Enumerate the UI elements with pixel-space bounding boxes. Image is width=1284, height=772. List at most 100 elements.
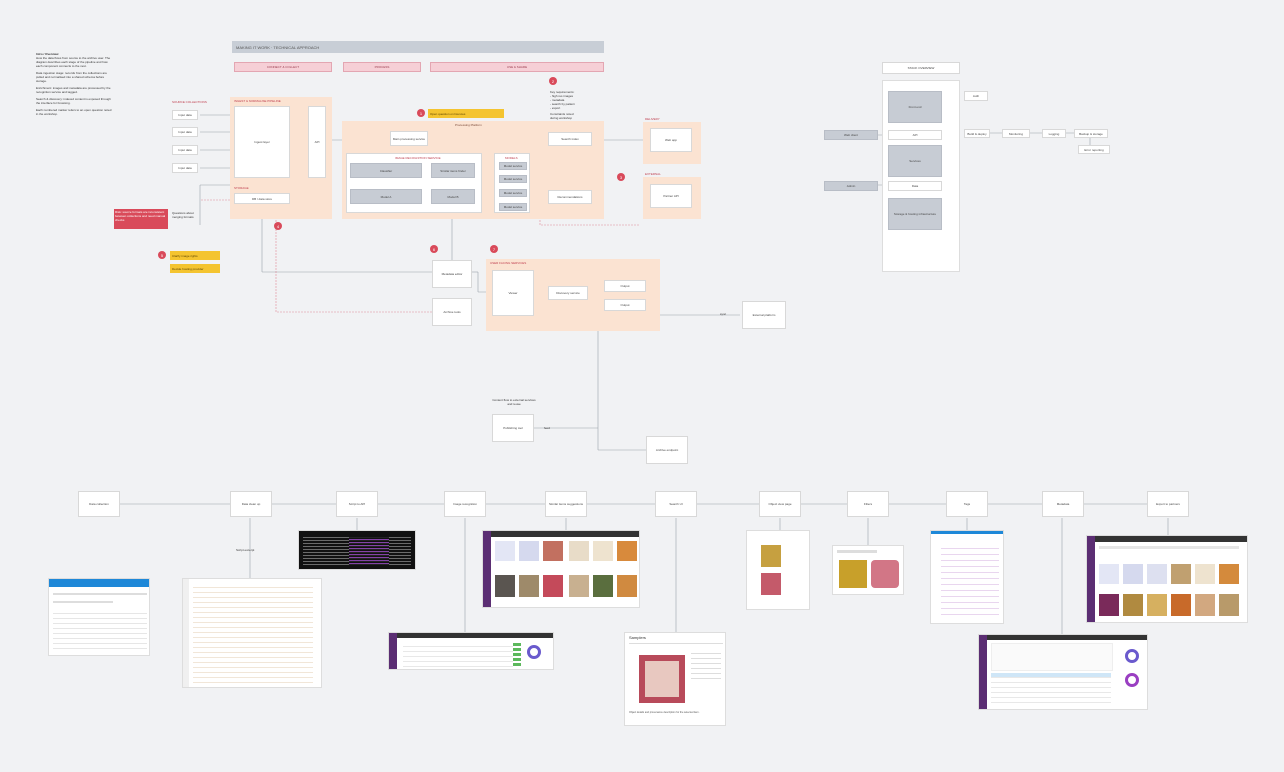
stack-chain-node[interactable]: Error reporting	[1078, 145, 1110, 154]
input-node-1[interactable]: Input data	[172, 110, 198, 120]
stack-chain-node[interactable]: Auth	[964, 91, 988, 101]
stack-block[interactable]: Data	[888, 181, 942, 191]
output-node[interactable]: Output	[604, 280, 646, 292]
model-node[interactable]: Model service	[499, 203, 527, 211]
marker-badge[interactable]: 2	[549, 77, 557, 85]
discovery-node[interactable]: Discovery service	[548, 286, 588, 300]
screenshot-terminal[interactable]	[298, 530, 416, 570]
requirements-line: - search by pattern	[550, 102, 576, 106]
screenshot-export-grid[interactable]	[1086, 535, 1248, 623]
delivery-label: DELIVERY	[645, 117, 660, 121]
stack-chain-node[interactable]: Backup & storage	[1074, 129, 1108, 138]
marker-badge[interactable]: 6	[430, 245, 438, 253]
stack-block[interactable]: Front end	[888, 91, 942, 123]
marker-badge[interactable]: 1	[417, 109, 425, 117]
sticky-note-yellow[interactable]: Decide hosting provider	[170, 264, 220, 273]
requirements-list: Key requirements: - high res images - me…	[550, 90, 594, 120]
left-group-label: SOURCE COLLECTIONS	[172, 100, 207, 104]
stack-left-tag[interactable]: Admin	[824, 181, 878, 191]
screenshot-dashboard[interactable]	[978, 634, 1148, 710]
timeline-step[interactable]: Data clean up	[230, 491, 272, 517]
sticky-note-yellow[interactable]: Open question on licences	[428, 109, 504, 118]
screenshot-object-view[interactable]	[746, 530, 810, 610]
screenshot-spreadsheet[interactable]	[48, 578, 150, 656]
requirements-line: Key requirements:	[550, 90, 575, 94]
screenshot-tags[interactable]	[930, 530, 1004, 624]
screenshot-filters[interactable]	[832, 545, 904, 595]
recognition-cell[interactable]: Similar items finder	[431, 163, 475, 178]
edge-label: sync	[720, 312, 727, 316]
ingest-core-node[interactable]: Ingest layer	[234, 106, 290, 178]
recognition-cell[interactable]: Model A	[350, 189, 422, 204]
model-node[interactable]: Model service	[499, 175, 527, 183]
notes-paragraph: Data ingestion stage: records from the c…	[36, 71, 107, 83]
model-node[interactable]: Model service	[499, 162, 527, 170]
timeline-step[interactable]: Similar items suggestions	[545, 491, 587, 517]
input-node-4[interactable]: Input data	[172, 163, 198, 173]
notes-block: Intro / Overview How the data flows from…	[36, 52, 114, 116]
model-node[interactable]: Model service	[499, 189, 527, 197]
timeline-step[interactable]: Metadata	[1042, 491, 1084, 517]
timeline-step[interactable]: Object view page	[759, 491, 801, 517]
timeline-step[interactable]: Tags	[946, 491, 988, 517]
input-node-3[interactable]: Input data	[172, 145, 198, 155]
output-node[interactable]: Output	[604, 299, 646, 311]
requirements-line: - export	[550, 106, 561, 110]
timeline-step[interactable]: Script to API	[336, 491, 378, 517]
requirements-line: - metadata	[550, 98, 565, 102]
stack-chain-node[interactable]: Logging	[1042, 129, 1066, 138]
external-platform-node[interactable]: External platform	[742, 301, 786, 329]
marker-badge[interactable]: 4	[274, 222, 282, 230]
app-header-bar	[49, 579, 149, 587]
marker-badge[interactable]: 5	[158, 251, 166, 259]
archive-endpoint-node[interactable]: Archive endpoint	[646, 436, 688, 464]
screenshot-list-view[interactable]	[388, 632, 554, 670]
stack-chain-node[interactable]: Build & deploy	[964, 129, 990, 138]
stack-block[interactable]: Storage & hosting infrastructure	[888, 198, 942, 230]
notes-heading: Intro / Overview	[36, 52, 59, 56]
timeline-step[interactable]: Image recognition	[444, 491, 486, 517]
marker-badge[interactable]: 7	[490, 245, 498, 253]
publishing-node[interactable]: Publishing tool	[492, 414, 534, 442]
archive-tools-node[interactable]: Archive tools	[432, 298, 472, 326]
marker-badge[interactable]: 3	[617, 173, 625, 181]
processing-title: Processing Platform	[455, 123, 482, 127]
metadata-editor-node[interactable]: Metadata editor	[432, 260, 472, 288]
phase-band-2: PROCESS	[343, 62, 421, 72]
requirements-line: during workshop	[550, 116, 573, 120]
screenshot-image-grid[interactable]	[482, 530, 640, 608]
user-services-label: USER FACING SERVICES	[490, 261, 527, 265]
stack-chain-node[interactable]: Monitoring	[1002, 129, 1030, 138]
viewer-node[interactable]: Viewer	[492, 270, 534, 316]
external-label: EXTERNAL	[645, 172, 661, 176]
publishing-caption: Content flow to external services and re…	[492, 398, 536, 406]
stack-block[interactable]: API	[888, 130, 942, 140]
ingest-group-label: INGEST & NORMALISE PIPELINE	[234, 99, 281, 103]
storage-node[interactable]: DB / data store	[234, 193, 290, 204]
timeline-step[interactable]: Export to partners	[1147, 491, 1189, 517]
partner-api-node[interactable]: Partner API	[650, 184, 692, 208]
stack-block[interactable]: Services	[888, 145, 942, 177]
screenshot-object-page[interactable]: Samplers Object details and provenance d…	[624, 632, 726, 726]
recognition-panel	[346, 153, 482, 213]
sticky-note-yellow[interactable]: Clarify image rights	[170, 251, 220, 260]
recognition-cell[interactable]: Classifier	[350, 163, 422, 178]
stack-panel-title: STACK OVERVIEW	[882, 62, 960, 74]
input-node-2[interactable]: Input data	[172, 127, 198, 137]
ingest-api-node[interactable]: API	[308, 106, 326, 178]
phase-band-1: CONNECT & COLLECT	[234, 62, 332, 72]
screenshot-code-editor[interactable]	[182, 578, 322, 688]
stack-left-tag[interactable]: Web client	[824, 130, 878, 140]
processing-core-node[interactable]: Main processing service	[390, 131, 428, 146]
web-app-node[interactable]: Web app	[650, 128, 692, 152]
recognition-cell[interactable]: Model B	[431, 189, 475, 204]
notes-paragraph: Enrichment: images and metadata are proc…	[36, 86, 111, 94]
code-caption: Script excerpt	[236, 548, 255, 552]
search-index-node[interactable]: Search index	[548, 132, 592, 146]
requirements-line: Constraints noted	[550, 112, 574, 116]
timeline-step[interactable]: Search UI	[655, 491, 697, 517]
recommendations-node[interactable]: Recommendations	[548, 190, 592, 204]
timeline-step[interactable]: Filters	[847, 491, 889, 517]
timeline-step[interactable]: Data collection	[78, 491, 120, 517]
